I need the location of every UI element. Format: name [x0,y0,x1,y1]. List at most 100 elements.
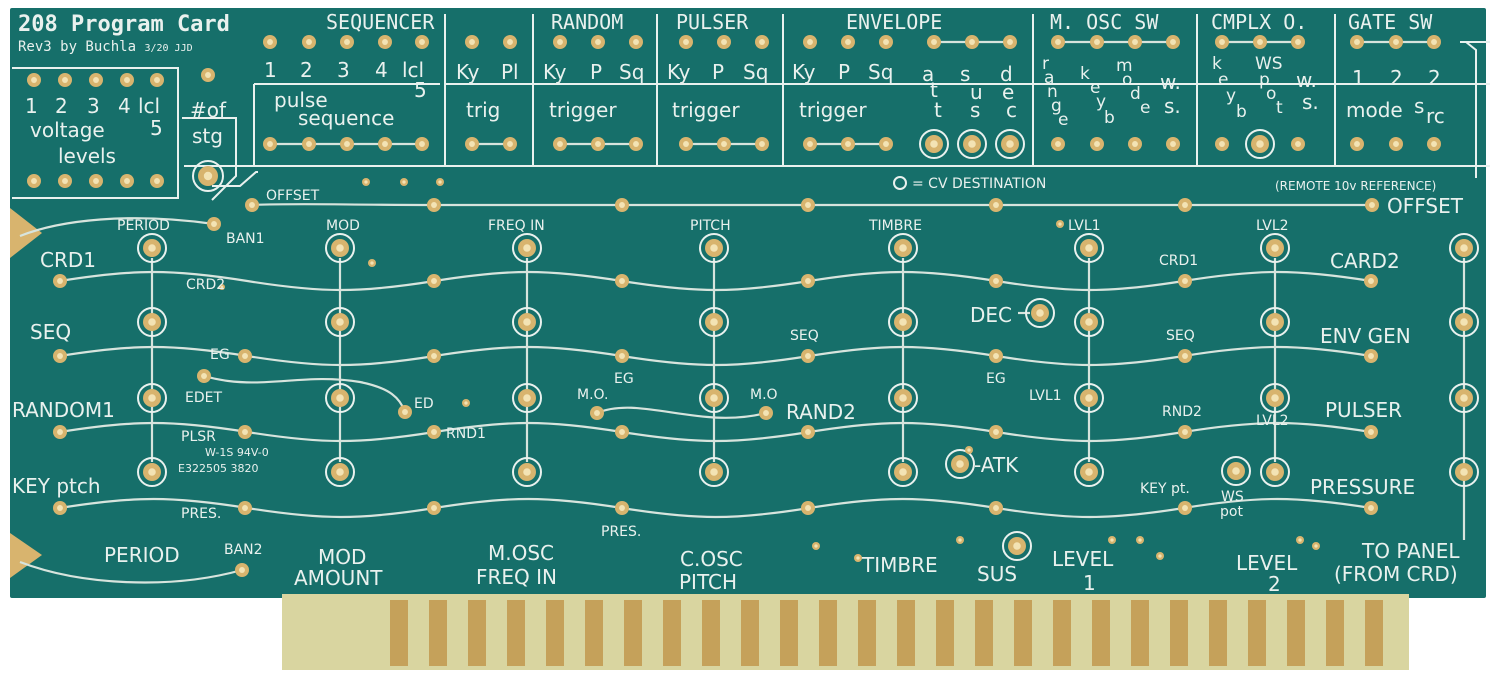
cv-destination-ring [325,307,355,337]
trace [59,270,1372,292]
label-level1-2: 1 [1083,571,1096,595]
pad-hole [683,39,689,45]
label-pres-2: PRES. [601,524,642,540]
pad-hole [523,394,531,402]
gate-mode: mode [1346,98,1403,122]
pad-hole [1055,141,1061,147]
gold-finger [819,600,837,666]
label-mo-1: M.O. [577,387,609,403]
mosc-d: d [1130,84,1141,104]
cv-destination-ring [888,233,918,263]
pad-hole [1368,505,1374,511]
pad-hole [62,77,68,83]
label-to-panel-2: (FROM CRD) [1334,562,1458,586]
label-mod-amount-2: AMOUNT [294,566,383,590]
pad-hole [203,171,213,181]
cv-destination-ring [1074,307,1104,337]
pad-hole [242,353,248,359]
gate-s: s [1414,94,1425,118]
voltage-five: 5 [150,116,163,140]
label-crd1-right: CRD1 [1159,253,1199,269]
random-p: P [590,60,603,84]
gold-finger [897,600,915,666]
env-u: u [970,80,983,104]
pad-hole [1393,39,1399,45]
cv-destination-ring [1260,383,1290,413]
label-seq-mid: SEQ [790,328,819,344]
mosc-n: n [1047,82,1058,102]
trace [203,374,407,413]
pcb-board [10,8,1486,598]
pad-hole [57,278,63,284]
label-cosc-2: PITCH [679,570,738,594]
gold-finger [546,600,564,666]
pad-hole [370,261,374,265]
pad-hole [1182,202,1188,208]
cv-destination-ring [1002,531,1032,561]
pad-hole [1271,394,1279,402]
pad-hole [1182,353,1188,359]
cv-destination-ring [699,383,729,413]
pad-hole [1158,554,1162,558]
pad-hole [595,141,601,147]
cv-destination-ring [888,307,918,337]
pad-hole [619,353,625,359]
trace [59,345,1372,367]
cv-destination-ring [1074,233,1104,263]
cv-destination-ring [325,383,355,413]
pad-hole [1354,39,1360,45]
label-level2-2: 2 [1268,572,1281,596]
pad-hole [507,141,513,147]
cv-destination-ring [137,233,167,263]
label-mosc-2: FREQ IN [476,565,557,589]
revision-text: Rev3 by Buchla 3/20 JJD [18,40,193,54]
pad-hole [1006,140,1014,148]
pad-hole [710,318,718,326]
cv-destination-ring [1260,233,1290,263]
label-atk: -ATK [974,453,1019,477]
cv-destination-ring [1449,457,1479,487]
pad-hole [1271,318,1279,326]
cmplx-y: y [1226,86,1237,106]
pad-hole [633,39,639,45]
pad-hole [419,141,425,147]
pad-hole [148,244,156,252]
pad-hole [1094,39,1100,45]
env-s2: s [970,98,981,122]
pad-hole [619,202,625,208]
voltage-label: voltage [30,118,105,142]
pad-hole [1368,353,1374,359]
pad-hole [57,505,63,511]
seq-pulse-label: pulse [274,88,328,112]
pad-hole [683,141,689,147]
cv-destination-ring [512,307,542,337]
pad-hole [968,140,976,148]
trace [59,421,1372,443]
pad-hole [1036,309,1044,317]
pad-hole [438,180,442,184]
pad-hole [306,141,312,147]
pad-hole [344,141,350,147]
pad-hole [336,244,344,252]
pad-hole [154,77,160,83]
cmplx-b: b [1236,102,1247,122]
pad-hole [201,373,207,379]
cv-destination-ring [1074,457,1104,487]
ul-mark-1: W-1S 94V-0 [205,447,269,458]
pad-hole [402,409,408,415]
pad-hole [805,429,811,435]
env-d: d [1000,62,1013,86]
pad-hole [336,318,344,326]
pad-hole [1460,468,1468,476]
pad-hole [242,505,248,511]
gold-finger [1170,600,1188,666]
mosc-k: k [1080,64,1090,84]
pad-hole [710,468,718,476]
ul-mark-rating: 94V-0 [236,446,269,459]
label-eg-3: EG [986,371,1006,387]
gold-finger [1287,600,1305,666]
trig-label: trig [466,98,501,122]
cv-destination-ring [1245,129,1275,159]
pad-hole [619,505,625,511]
pad-hole [1256,140,1264,148]
